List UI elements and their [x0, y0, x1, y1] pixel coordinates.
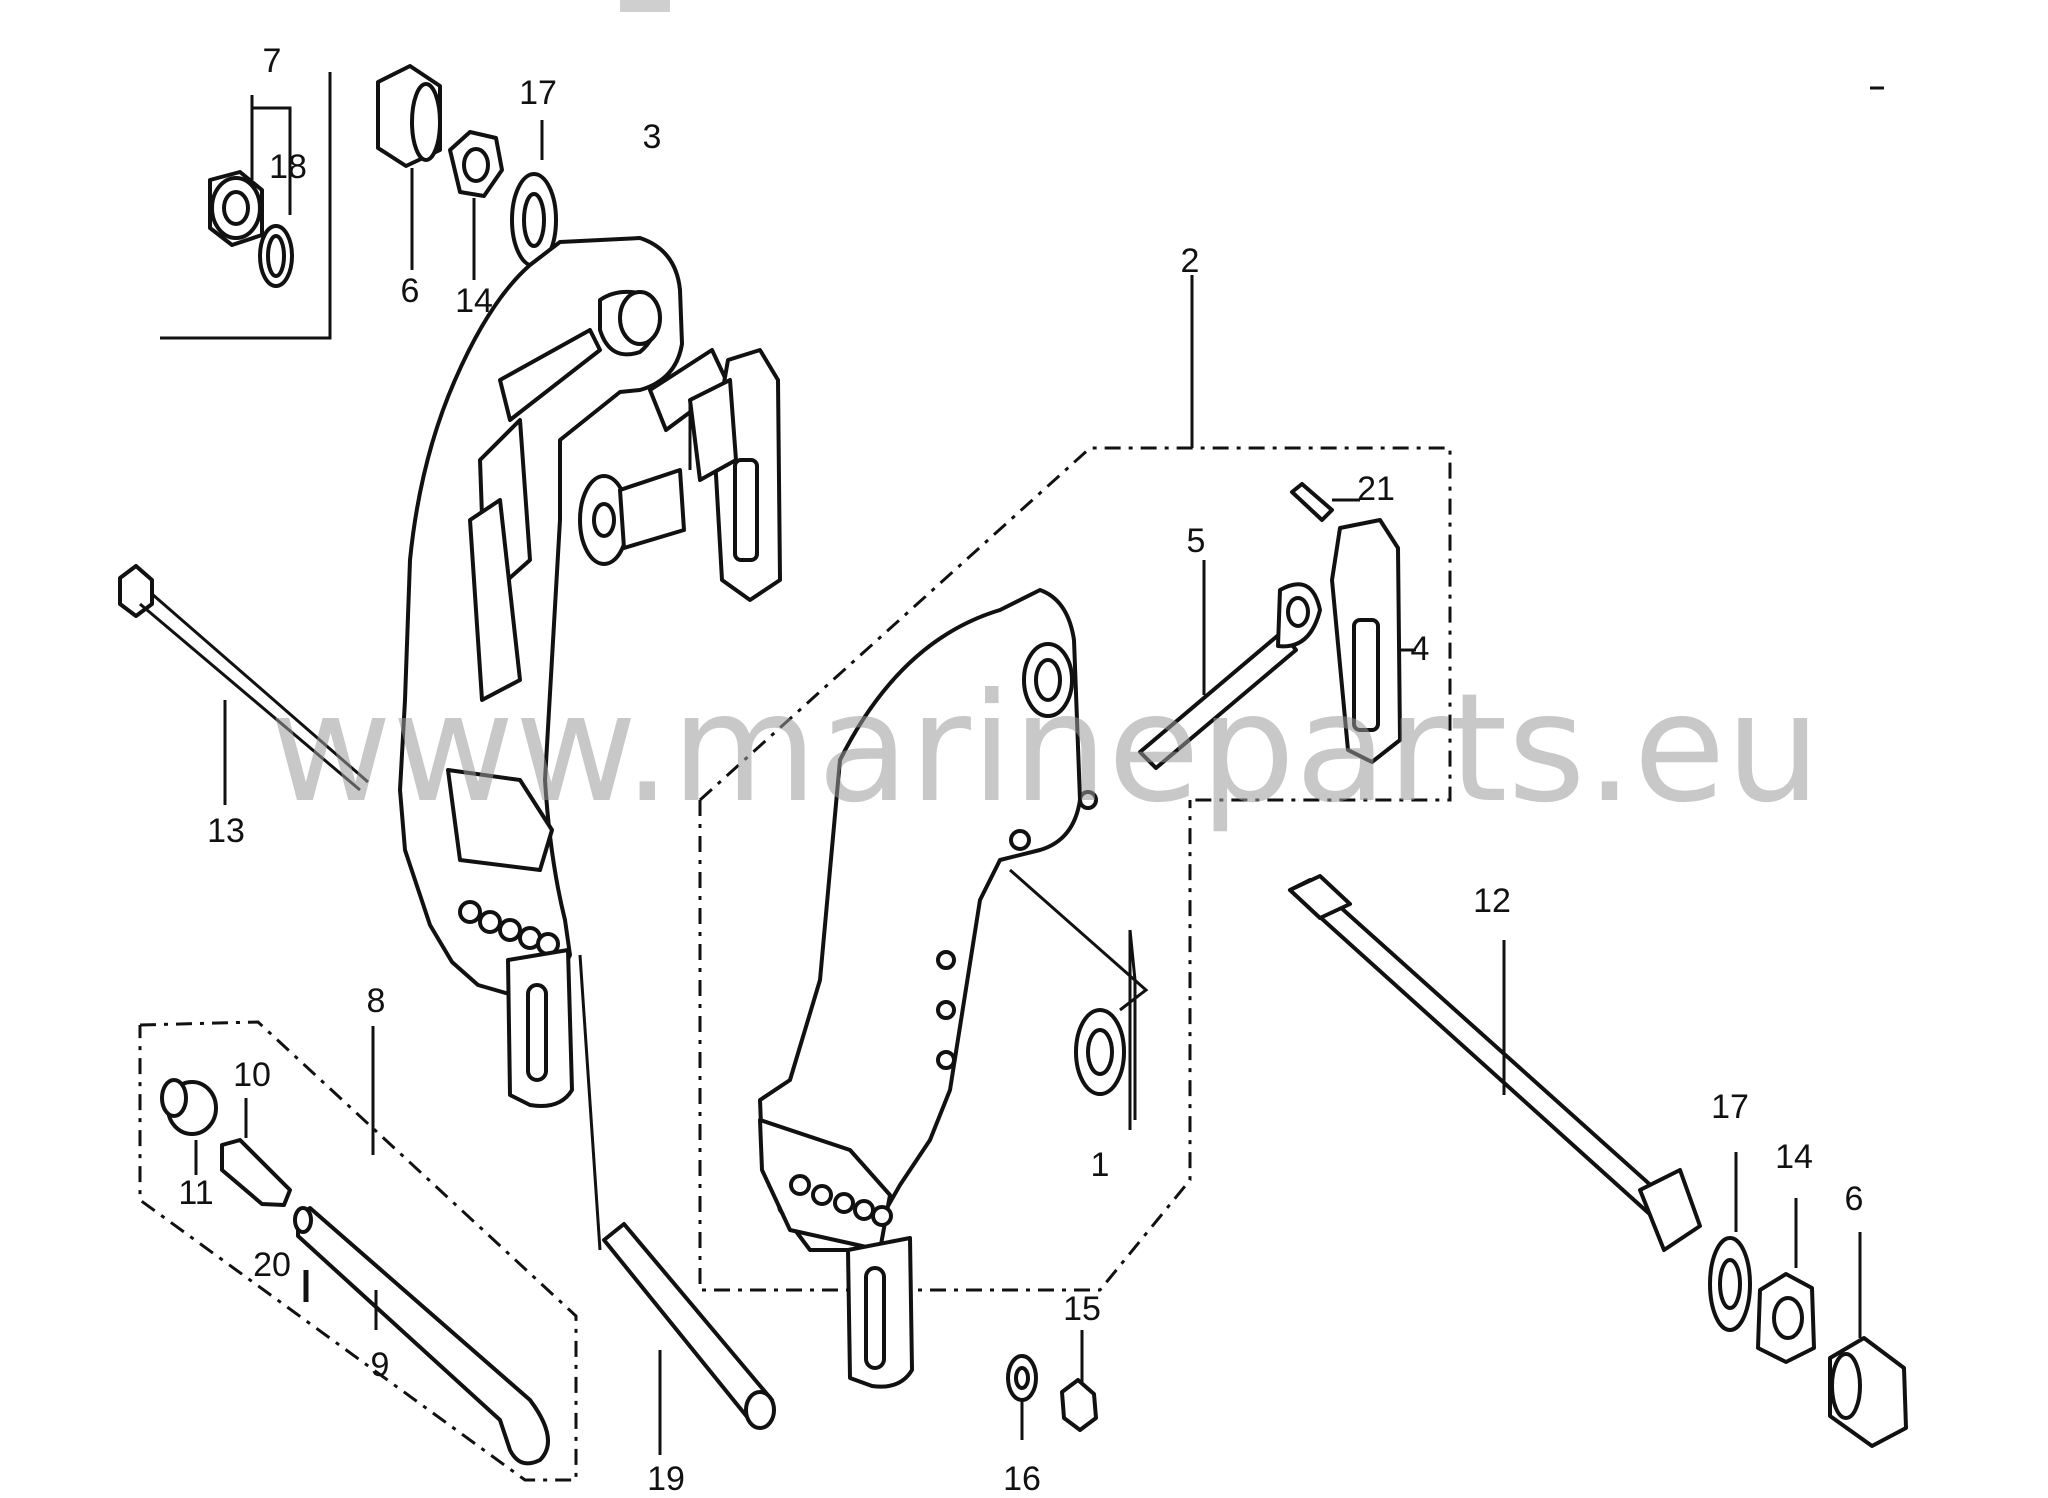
callout-8: 8 — [367, 982, 386, 1020]
plate-10 — [220, 1098, 292, 1207]
bracket-shaft-12 — [1288, 874, 1702, 1252]
washer-17-top — [510, 120, 558, 268]
callout-5: 5 — [1187, 522, 1206, 560]
top-edge-artifact — [620, 0, 670, 12]
callout-14-top: 14 — [455, 282, 493, 320]
washer-18 — [258, 224, 294, 288]
cap-nut-6-top — [376, 64, 442, 270]
callout-6-top: 6 — [401, 272, 420, 310]
callout-17-top: 17 — [519, 74, 557, 112]
callout-4: 4 — [1411, 630, 1430, 668]
collar-19 — [578, 954, 776, 1455]
callout-3: 3 — [643, 118, 662, 156]
tilt-lever-9 — [293, 1206, 550, 1466]
callout-19: 19 — [647, 1460, 685, 1498]
washer-17-bottom — [1708, 1152, 1752, 1332]
callout-10: 10 — [233, 1056, 271, 1094]
bolt-13 — [118, 564, 369, 805]
stern-bracket-right-2 — [698, 275, 1452, 1389]
callout-6-bottom: 6 — [1845, 1180, 1864, 1218]
callout-1: 1 — [1091, 1146, 1110, 1184]
callout-20: 20 — [253, 1246, 291, 1284]
callout-7: 7 — [263, 42, 282, 80]
inset-box-8 — [138, 1020, 578, 1482]
callout-11: 11 — [178, 1174, 213, 1212]
callout-15: 15 — [1063, 1290, 1101, 1328]
locknut-7 — [208, 170, 264, 247]
washer-1 — [1009, 868, 1149, 1096]
clamp-screw-handle — [578, 468, 686, 566]
nut-15 — [1060, 1330, 1098, 1432]
clamp-pad-4 — [1330, 518, 1416, 764]
washer-16 — [1006, 1354, 1038, 1440]
nut-14-top — [448, 130, 504, 280]
callout-21: 21 — [1357, 470, 1395, 508]
stern-bracket-left-3 — [398, 236, 782, 1108]
clamp-screw-5 — [1138, 560, 1322, 770]
callout-17-bottom: 17 — [1711, 1088, 1749, 1126]
callout-12: 12 — [1473, 882, 1511, 920]
cap-nut-6-bottom — [1828, 1232, 1908, 1448]
watermark-text: www.marineparts.eu — [269, 662, 1821, 836]
callout-16: 16 — [1003, 1460, 1041, 1498]
inset-box-7 — [160, 72, 332, 340]
nut-14-bottom — [1756, 1198, 1816, 1364]
callout-14-bottom: 14 — [1775, 1138, 1813, 1176]
callout-9: 9 — [371, 1346, 390, 1384]
callout-2: 2 — [1181, 242, 1200, 280]
pin-21 — [1290, 482, 1360, 522]
grease-nipple-11 — [160, 1078, 218, 1175]
callout-18: 18 — [269, 148, 307, 186]
callout-13: 13 — [207, 812, 245, 850]
